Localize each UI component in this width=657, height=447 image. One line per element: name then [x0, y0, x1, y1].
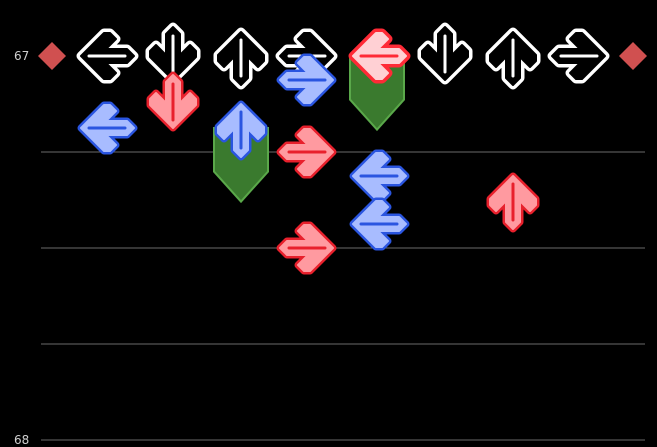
measure-label-67: 67 — [14, 49, 30, 63]
player-markers — [38, 42, 647, 70]
receptor-row — [81, 27, 605, 85]
receptor-down-5 — [422, 27, 468, 80]
note-left-2 — [81, 105, 134, 151]
note-left-5 — [353, 153, 406, 199]
note-up-3 — [218, 104, 264, 157]
note-up-6 — [490, 176, 536, 229]
beat-lines — [41, 151, 645, 441]
note-right-0 — [280, 57, 333, 103]
note-right-4 — [280, 129, 333, 175]
tap-notes — [81, 57, 536, 271]
receptor-up-2 — [218, 32, 264, 85]
receptor-right-7 — [552, 33, 605, 79]
receptor-up-6 — [490, 32, 536, 85]
p2-marker-diamond — [619, 42, 647, 70]
note-right-8 — [280, 225, 333, 271]
note-left-7 — [353, 201, 406, 247]
p1-marker-diamond — [38, 42, 66, 70]
receptor-left-4 — [353, 33, 406, 79]
receptor-left-0 — [81, 33, 134, 79]
receptor-down-1 — [150, 27, 196, 80]
note-down-1 — [150, 75, 196, 128]
